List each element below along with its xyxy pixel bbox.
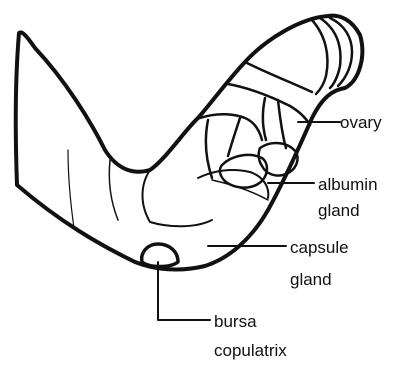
segment-line-5 <box>109 160 118 220</box>
segment-line-4 <box>143 170 213 226</box>
coil-line-3 <box>312 20 327 94</box>
organ-outline <box>16 16 363 270</box>
coil-line-2 <box>320 18 340 88</box>
bursa-copulatrix-label-line-1: bursa <box>214 312 257 331</box>
band-line-3 <box>263 98 266 140</box>
ovary-label: ovary <box>340 113 382 132</box>
segment-line-6 <box>68 150 74 228</box>
segment-line-2 <box>206 120 212 178</box>
band-line-1 <box>245 62 312 92</box>
albumin-gland-label-line-1: albumin <box>318 175 378 194</box>
capsule-gland-label-line-1: capsule <box>290 238 349 257</box>
bursa-copulatrix-label-line-2: copulatrix <box>214 341 287 360</box>
albumin-gland-label-line-2: gland <box>318 201 360 220</box>
band-line-4 <box>278 100 286 148</box>
bursa-copulatrix-sac <box>142 244 178 267</box>
segment-line-3 <box>228 118 240 156</box>
segment-line-1 <box>200 114 262 140</box>
capsule-gland-label-line-2: gland <box>290 270 332 289</box>
